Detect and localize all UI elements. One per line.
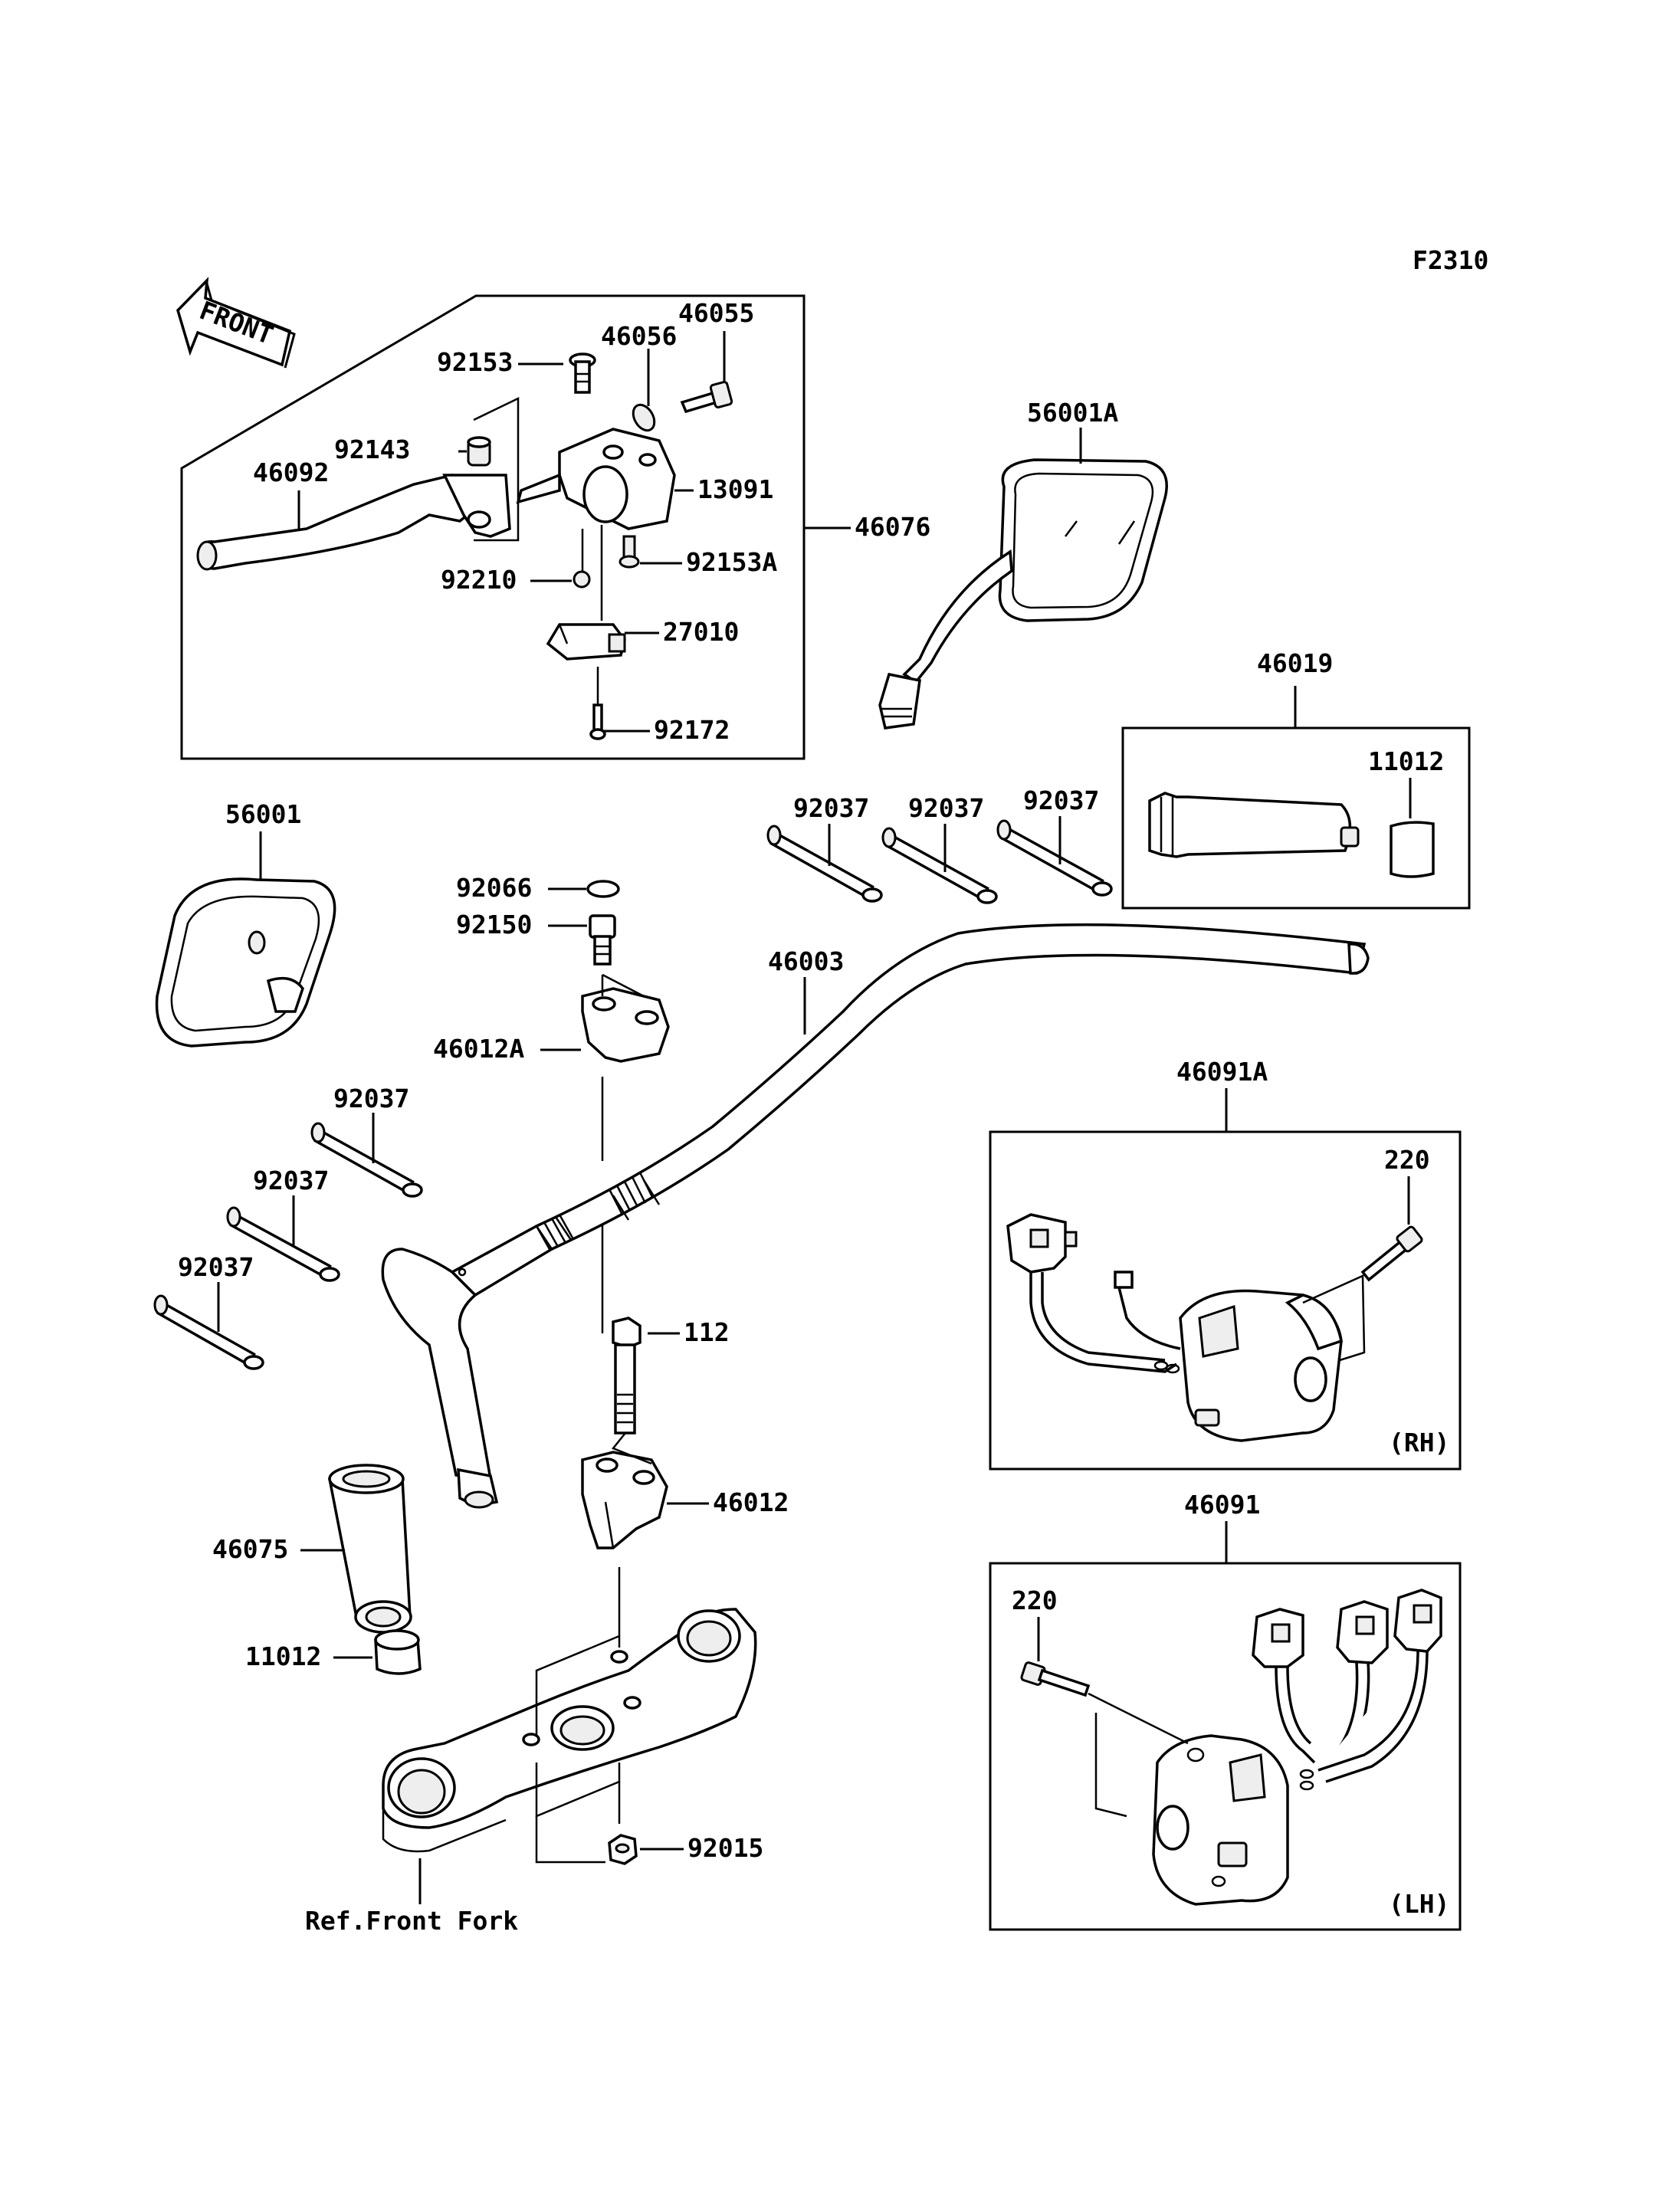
label-46076: 46076 xyxy=(855,512,930,542)
bushing-92143 xyxy=(467,436,491,467)
label-46012a: 46012A xyxy=(433,1034,524,1064)
screw-220-lh xyxy=(1020,1661,1091,1697)
label-lh: (LH) xyxy=(1389,1889,1449,1919)
label-92150: 92150 xyxy=(456,910,532,939)
label-92210: 92210 xyxy=(441,565,517,595)
throttle-grip-46019 xyxy=(1148,792,1360,858)
cable-clip-92037-b xyxy=(881,827,998,904)
label-46091: 46091 xyxy=(1184,1490,1260,1520)
cable-clip-92037-f xyxy=(153,1294,264,1370)
cable-clip-92037-d xyxy=(310,1122,423,1198)
label-46092: 46092 xyxy=(253,457,329,487)
bolt-92153 xyxy=(569,353,596,394)
label-92037-d: 92037 xyxy=(333,1084,409,1113)
label-220-rh: 220 xyxy=(1384,1145,1430,1175)
label-92037-a: 92037 xyxy=(793,793,869,823)
label-92143: 92143 xyxy=(334,434,410,464)
handlebar-46003 xyxy=(381,923,1370,1509)
label-92015: 92015 xyxy=(687,1833,763,1863)
label-27010: 27010 xyxy=(663,617,739,647)
bolt-112 xyxy=(612,1317,641,1435)
label-11012-top: 11012 xyxy=(1368,746,1444,776)
handlebar-holder-46012a xyxy=(581,987,670,1063)
label-92037-e: 92037 xyxy=(253,1166,329,1195)
screw-46055 xyxy=(680,381,733,414)
label-92037-c: 92037 xyxy=(1023,785,1099,815)
screw-220-rh xyxy=(1360,1225,1423,1282)
nut-92015 xyxy=(608,1834,638,1865)
clutch-switch-27010 xyxy=(546,623,626,661)
figure-code: F2310 xyxy=(1413,245,1488,275)
bolt-92153a xyxy=(619,535,640,569)
label-11012-bottom: 11012 xyxy=(245,1641,321,1671)
lever-bracket-13091 xyxy=(516,428,676,530)
knurled-section xyxy=(535,1172,655,1251)
label-46012: 46012 xyxy=(713,1487,789,1517)
grip-end-cap-11012 xyxy=(1390,821,1435,878)
cable-clip-92037-a xyxy=(766,825,883,903)
label-56001: 56001 xyxy=(225,799,301,829)
front-arrow-icon: FRONT xyxy=(176,277,296,369)
cable-clip-92037-e xyxy=(226,1206,340,1282)
grip-46075 xyxy=(328,1464,412,1634)
mirror-56001 xyxy=(155,877,336,1048)
grip-end-cap-11012-bottom xyxy=(374,1629,422,1675)
rh-switch-housing-46091a xyxy=(1006,1213,1344,1442)
label-46019: 46019 xyxy=(1257,648,1333,678)
lh-switch-housing-46091 xyxy=(1152,1589,1442,1906)
label-92037-b: 92037 xyxy=(908,793,984,823)
mirror-56001a xyxy=(878,458,1168,730)
upper-fork-bracket xyxy=(382,1608,757,1853)
label-46056: 46056 xyxy=(601,321,677,351)
label-rh: (RH) xyxy=(1389,1428,1449,1458)
label-112: 112 xyxy=(684,1317,730,1347)
label-92153a: 92153A xyxy=(686,547,777,577)
label-46075: 46075 xyxy=(212,1534,288,1564)
screw-92172 xyxy=(589,703,606,740)
nut-92210 xyxy=(573,570,591,589)
handlebar-holder-46012 xyxy=(581,1451,668,1549)
cap-92066 xyxy=(586,880,620,898)
label-220-lh: 220 xyxy=(1012,1585,1058,1615)
label-92172: 92172 xyxy=(654,715,730,745)
label-46003: 46003 xyxy=(768,946,844,976)
label-92037-f: 92037 xyxy=(178,1252,254,1282)
label-46091a: 46091A xyxy=(1176,1057,1268,1087)
label-46055: 46055 xyxy=(678,298,754,328)
reference-front-fork: Ref.Front Fork xyxy=(305,1906,518,1936)
adjuster-46056 xyxy=(632,403,656,432)
label-56001a: 56001A xyxy=(1027,398,1118,428)
cable-clip-92037-c xyxy=(996,819,1113,897)
bolt-92150 xyxy=(589,914,616,966)
clutch-lever-46092 xyxy=(196,474,511,571)
label-92066: 92066 xyxy=(456,873,532,903)
label-92153: 92153 xyxy=(437,347,513,377)
label-13091: 13091 xyxy=(697,474,773,504)
